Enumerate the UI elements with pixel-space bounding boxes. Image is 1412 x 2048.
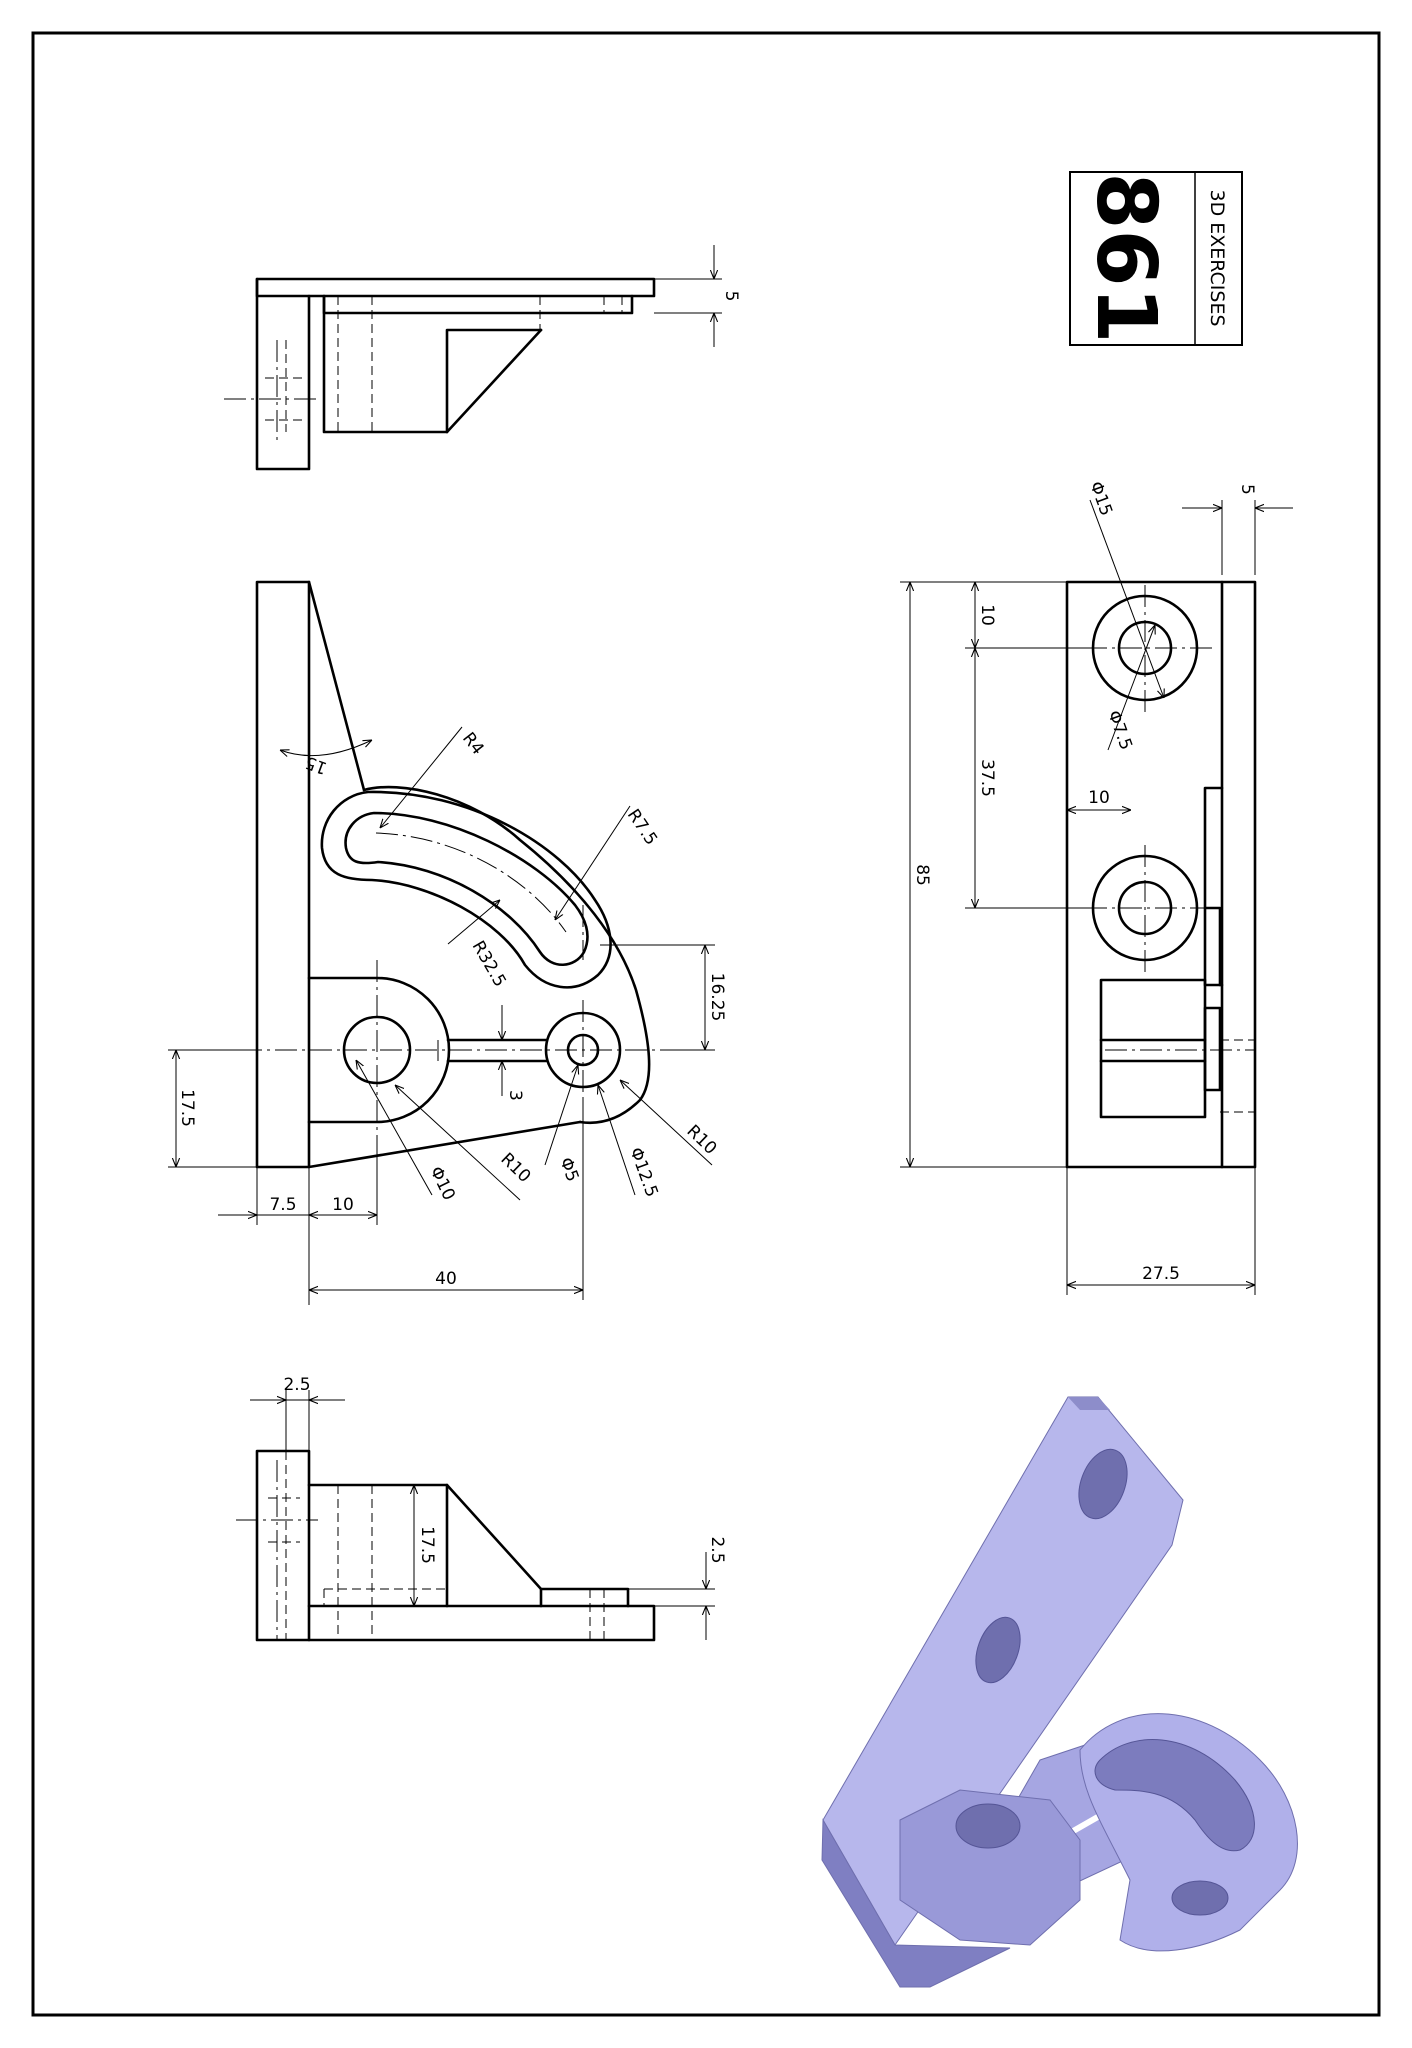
dim-27-5: 27.5 xyxy=(1142,1264,1180,1284)
dim-85: 85 xyxy=(912,864,932,886)
top-view: 5 xyxy=(224,245,741,471)
dim-10-front: 10 xyxy=(332,1195,354,1215)
dim-40: 40 xyxy=(435,1269,457,1289)
title-block-label: 3D EXERCISES xyxy=(1206,189,1228,326)
dim-10-side-h: 10 xyxy=(1088,788,1110,808)
front-view: 15 R4 R7.5 R32.5 16.25 3 17.5 Φ10 R10 Φ5 xyxy=(168,580,727,1305)
iso-boss-hole xyxy=(955,1803,1021,1849)
dim-10-side-v: 10 xyxy=(977,604,997,626)
dim-r32-5: R32.5 xyxy=(468,938,510,991)
dim-2-5-right: 2.5 xyxy=(707,1536,727,1563)
iso-boss xyxy=(899,1789,1081,1946)
dim-dia-5: Φ5 xyxy=(555,1155,582,1185)
dim-r10-b: R10 xyxy=(683,1121,721,1159)
dim-r10-a: R10 xyxy=(497,1149,535,1187)
dim-5-side: 5 xyxy=(1237,484,1257,495)
iso-plate-top-edge xyxy=(1068,1397,1110,1410)
dim-17-5-front: 17.5 xyxy=(177,1089,197,1127)
sheet-border xyxy=(31,31,1381,2017)
dim-37-5: 37.5 xyxy=(977,759,997,797)
iso-arm-hole xyxy=(1171,1880,1229,1916)
title-block: 861 3D EXERCISES xyxy=(1069,171,1243,346)
dim-dia-15: Φ15 xyxy=(1085,479,1116,519)
iso-plate-hole-lower xyxy=(975,1616,1021,1684)
dim-17-5-bottom: 17.5 xyxy=(417,1526,437,1564)
dim-dia-12-5: Φ12.5 xyxy=(625,1145,661,1200)
isometric-view xyxy=(821,1396,1298,1988)
iso-plate-bottom-edge xyxy=(821,1818,1011,1988)
dim-r4: R4 xyxy=(458,729,488,759)
dim-r7-5: R7.5 xyxy=(623,806,661,849)
dim-7-5-front: 7.5 xyxy=(269,1195,296,1215)
dim-2-5-top: 2.5 xyxy=(283,1375,310,1395)
dim-dia-7-5: Φ7.5 xyxy=(1103,708,1136,753)
dim-top-5: 5 xyxy=(721,291,741,302)
iso-plate-hole-upper xyxy=(1078,1448,1128,1520)
exercise-number: 861 xyxy=(1078,172,1173,343)
dim-dia-10: Φ10 xyxy=(426,1163,459,1203)
bottom-view: 2.5 17.5 2.5 xyxy=(236,1375,727,1642)
iso-arm-slot xyxy=(1094,1739,1255,1852)
side-view: Φ15 Φ7.5 5 10 37.5 85 10 27.5 xyxy=(900,479,1293,1295)
dim-16-25: 16.25 xyxy=(707,973,727,1022)
dim-3: 3 xyxy=(505,1090,525,1101)
